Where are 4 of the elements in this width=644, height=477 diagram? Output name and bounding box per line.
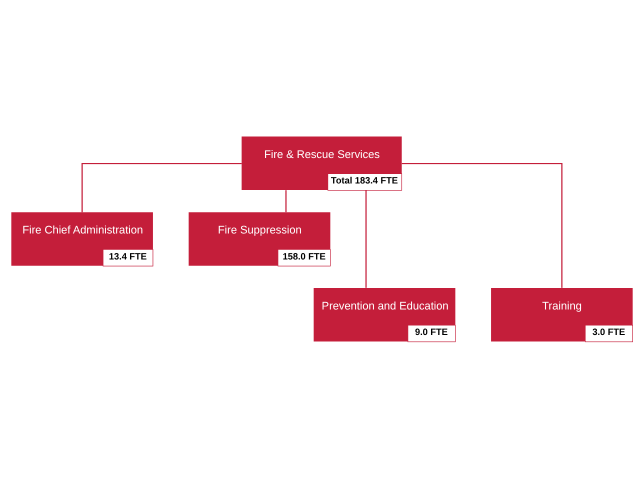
connector: [285, 190, 287, 212]
connector: [365, 190, 367, 288]
connector: [402, 162, 562, 288]
connector: [82, 162, 242, 212]
